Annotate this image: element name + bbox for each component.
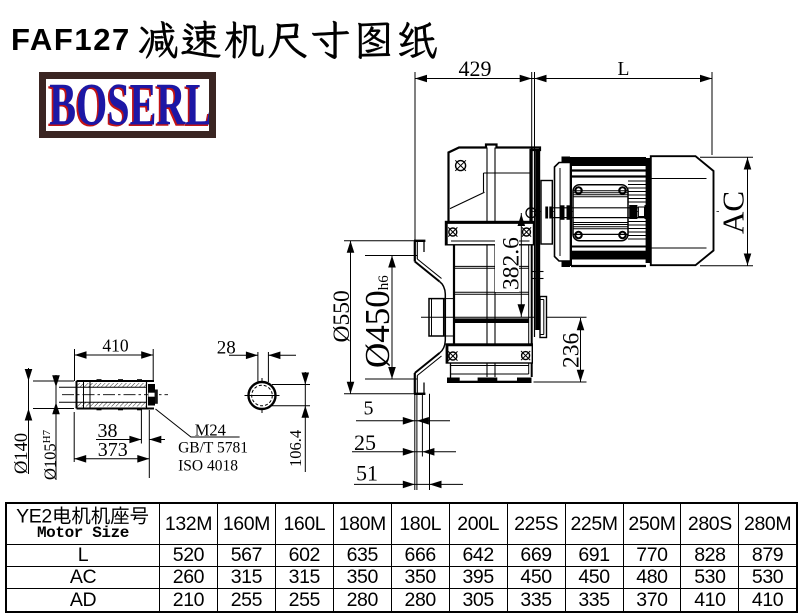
svg-text:ISO 4018: ISO 4018 [178, 457, 238, 474]
svg-text:Ø450h6: Ø450h6 [358, 275, 397, 368]
svg-text:429: 429 [459, 56, 492, 81]
svg-text:382.6: 382.6 [499, 237, 525, 290]
svg-text:236: 236 [559, 333, 585, 369]
svg-text:38: 38 [98, 420, 118, 442]
svg-text:M24: M24 [195, 421, 226, 440]
svg-text:410: 410 [102, 336, 129, 356]
svg-text:BOSERL: BOSERL [49, 79, 209, 131]
svg-text:106.4: 106.4 [286, 430, 305, 467]
svg-text:Ø105H7: Ø105H7 [41, 429, 60, 480]
svg-text:Ø550: Ø550 [329, 290, 355, 342]
svg-text:GB/T 5781: GB/T 5781 [178, 439, 248, 456]
svg-text:373: 373 [98, 439, 128, 461]
svg-text:51: 51 [356, 461, 378, 486]
svg-text:5: 5 [364, 398, 374, 420]
svg-text:L: L [618, 59, 630, 80]
svg-text:28: 28 [217, 337, 236, 358]
svg-text:BOSERL: BOSERL [47, 79, 208, 131]
svg-text:25: 25 [354, 430, 376, 455]
svg-text:AC: AC [716, 191, 751, 234]
svg-text:Ø140: Ø140 [12, 433, 32, 474]
